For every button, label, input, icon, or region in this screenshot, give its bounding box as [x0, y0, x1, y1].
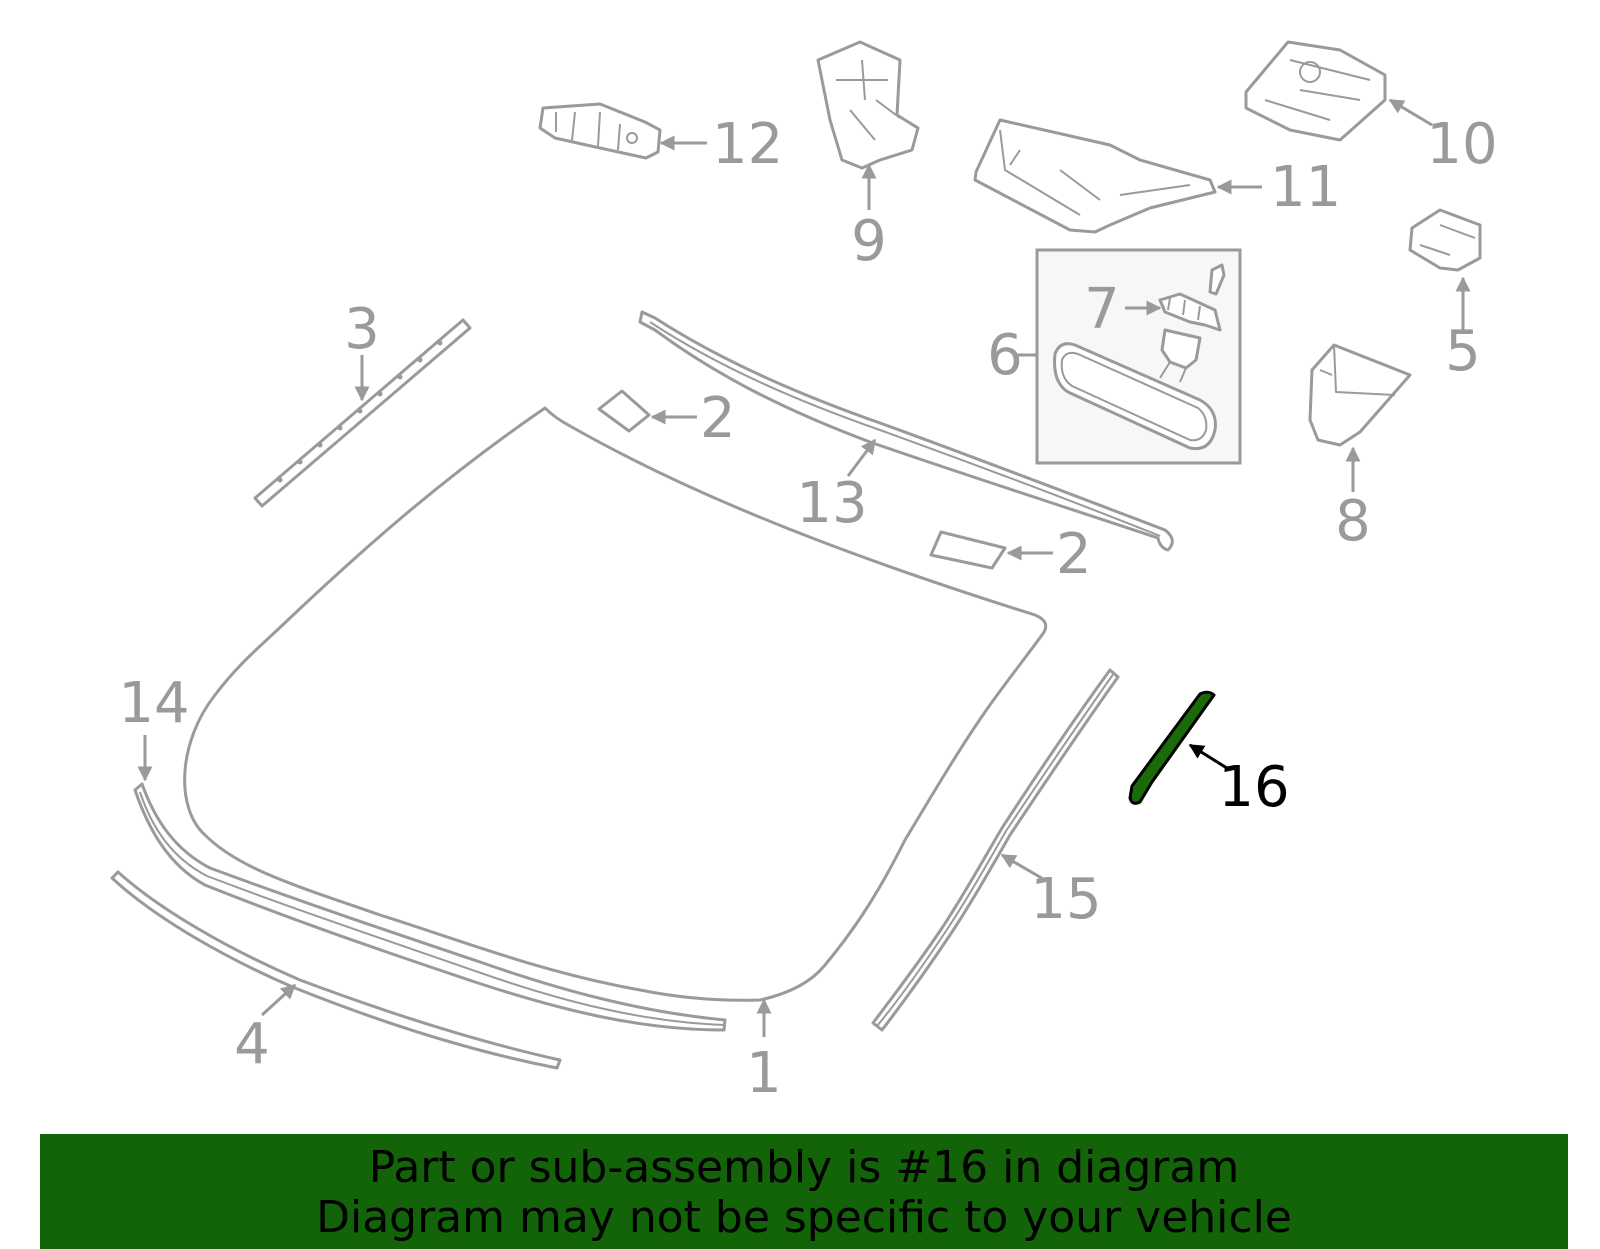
upper-molding — [638, 310, 1174, 552]
callout-16-highlighted: 16 — [1218, 755, 1289, 820]
windshield-glass — [183, 406, 1048, 1002]
callout-13: 13 — [796, 471, 867, 536]
callout-6: 6 — [987, 323, 1023, 388]
side-strip — [253, 318, 472, 508]
callout-2-lower: 2 — [1056, 522, 1092, 587]
mirror-clip — [1158, 263, 1226, 332]
pad-lower — [929, 530, 1007, 570]
small-bracket — [1408, 208, 1482, 272]
callout-11: 11 — [1270, 155, 1341, 220]
callout-2-upper: 2 — [700, 386, 736, 451]
camera-unit — [1244, 40, 1387, 142]
info-banner: Part or sub-assembly is #16 in diagram D… — [40, 1134, 1568, 1249]
exploded-parts-diagram: 1 2 2 3 4 5 6 7 8 9 10 11 12 13 14 15 16 — [110, 40, 1498, 1106]
mirror-base-bracket — [973, 118, 1217, 234]
callout-1: 1 — [746, 1041, 782, 1106]
lower-molding — [133, 782, 727, 1032]
side-strip-holes — [277, 340, 443, 483]
callout-7: 7 — [1084, 277, 1120, 342]
callout-10: 10 — [1426, 112, 1497, 177]
banner-line-disclaimer: Diagram may not be specific to your vehi… — [316, 1192, 1292, 1243]
callout-14: 14 — [118, 671, 189, 736]
banner-line-part: Part or sub-assembly is #16 in diagram — [368, 1142, 1240, 1193]
lower-molding-inner-edge — [139, 791, 725, 1026]
callout-3: 3 — [344, 297, 380, 362]
callout-8: 8 — [1335, 489, 1371, 554]
callout-15: 15 — [1030, 867, 1101, 932]
rear-view-mirror — [1053, 328, 1217, 451]
callout-12: 12 — [712, 112, 783, 177]
pad-upper — [597, 389, 651, 433]
leader-lines — [137, 98, 1471, 1037]
cowl-strip — [110, 870, 562, 1070]
callout-5: 5 — [1445, 319, 1481, 384]
side-molding-inner-edge — [876, 672, 1115, 1027]
highlighted-garnish — [1128, 690, 1216, 805]
callout-9: 9 — [851, 209, 887, 274]
callout-4: 4 — [234, 1012, 270, 1077]
lower-cover — [1308, 343, 1412, 447]
side-molding — [871, 668, 1120, 1032]
sensor-unit — [538, 102, 662, 160]
cover-bracket — [816, 40, 920, 170]
upper-molding-inner-edge — [649, 321, 1161, 537]
